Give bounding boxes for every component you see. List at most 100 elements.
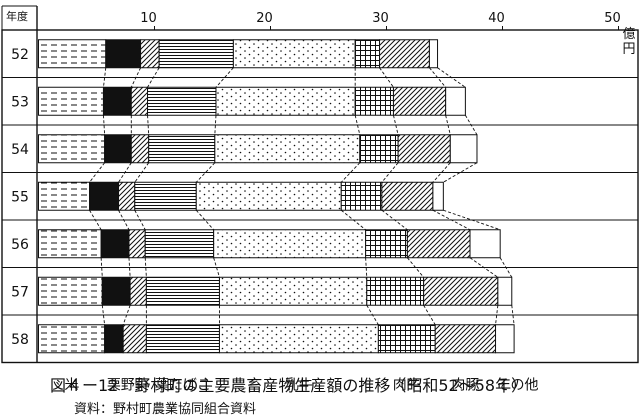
connector-line [144, 257, 147, 278]
bar-segment [128, 229, 146, 259]
bar-segment [38, 324, 106, 354]
connector-line [195, 162, 216, 183]
connector-line [379, 67, 394, 88]
connector-line [128, 257, 131, 278]
bar-segment [379, 39, 430, 69]
bar-segment [359, 134, 399, 164]
bar-segment [397, 134, 451, 164]
bar-segment [38, 181, 91, 211]
connector-line [215, 67, 234, 88]
bar-segment [381, 181, 434, 211]
x-tick-label: 50 [604, 11, 621, 26]
connector-line [103, 67, 107, 88]
bar-segment [105, 39, 142, 69]
bar-segment [122, 324, 147, 354]
category-label: 55 [11, 189, 29, 205]
bar-segment [158, 39, 234, 69]
category-label: 54 [11, 142, 29, 158]
connector-line [340, 209, 366, 231]
connector-line [407, 257, 424, 278]
connector-line [495, 305, 499, 325]
bar-segment [102, 86, 132, 116]
bar-segment [366, 276, 425, 306]
bar-segment [145, 324, 220, 354]
bar-segment [145, 276, 220, 306]
bar-segment [423, 276, 499, 306]
bar-segment [218, 276, 368, 306]
bar-segment [147, 86, 217, 116]
category-label: 53 [11, 94, 29, 110]
connector-line [469, 257, 499, 278]
bar-segment [134, 181, 197, 211]
bar-segment [354, 39, 381, 69]
figure-caption: 図４ー12 野村町の主要農畜産物生産額の推移（昭和52～58年） [50, 376, 528, 395]
series-label: 乳牛 [285, 378, 313, 394]
bar-segment [140, 39, 160, 69]
x-tick-label: 20 [256, 11, 273, 26]
connector-line [499, 257, 513, 278]
connector-line [429, 67, 447, 88]
figure-source: 資料：野村町農業協同組合資料 [74, 402, 257, 417]
series-label: 米 [65, 378, 79, 394]
bar-segment [218, 324, 379, 354]
bar-segment [214, 134, 361, 164]
bar-segment [104, 324, 124, 354]
bar-segment [129, 276, 147, 306]
connector-line [393, 115, 399, 135]
connector-line [147, 67, 160, 88]
connector-line [432, 209, 471, 231]
connector-line [445, 115, 451, 135]
series-label: 栗 [107, 378, 121, 394]
bar-segment [232, 39, 356, 69]
category-label: 57 [11, 284, 29, 300]
bar-segment [38, 229, 102, 259]
connector-line [134, 210, 146, 230]
series-label: 野菜 [121, 378, 149, 394]
unit-label: 億円 [623, 26, 636, 57]
connector-line [118, 210, 130, 230]
bar-segment [101, 276, 131, 306]
bar-segment [497, 276, 513, 306]
connector-line [464, 115, 478, 135]
bar-segment [445, 86, 466, 116]
bar-segment [215, 86, 356, 116]
x-tick-label: 10 [140, 11, 157, 26]
bar-segment [195, 181, 342, 211]
bar-segment [144, 229, 215, 259]
connector-line [214, 115, 217, 135]
connector-line [443, 162, 478, 183]
bar-segment [148, 134, 216, 164]
connector-line [511, 305, 515, 325]
bar-segment [38, 86, 104, 116]
connector-line [381, 209, 408, 231]
category-label: 52 [11, 47, 29, 63]
corner-label: 年度 [6, 9, 28, 23]
connector-line [423, 305, 436, 325]
connector-line [340, 162, 361, 183]
bar-segment [38, 134, 106, 164]
connector-line [213, 257, 220, 278]
bar-segment [118, 181, 136, 211]
bar-segment [469, 229, 501, 259]
category-label: 58 [11, 332, 29, 348]
connector-line [437, 67, 466, 88]
bar-segment [406, 229, 471, 259]
plot-frame [1, 29, 639, 364]
series-label: 葉たばこ [155, 378, 211, 394]
connector-line [122, 305, 131, 325]
bar-segment [432, 181, 444, 211]
x-tick-label: 40 [488, 11, 505, 26]
connector-line [100, 257, 103, 278]
series-label: 肉豚 [451, 378, 479, 394]
bar-segment [38, 276, 103, 306]
bar-segment [495, 324, 515, 354]
bar-segment [130, 86, 149, 116]
bar-segment [213, 229, 367, 259]
connector-line [354, 115, 361, 135]
connector-line [195, 209, 214, 231]
connector-line [443, 209, 501, 231]
bar-segment [354, 86, 394, 116]
bar-segment [100, 229, 130, 259]
connector-line [89, 162, 105, 183]
connector-line [147, 115, 150, 135]
